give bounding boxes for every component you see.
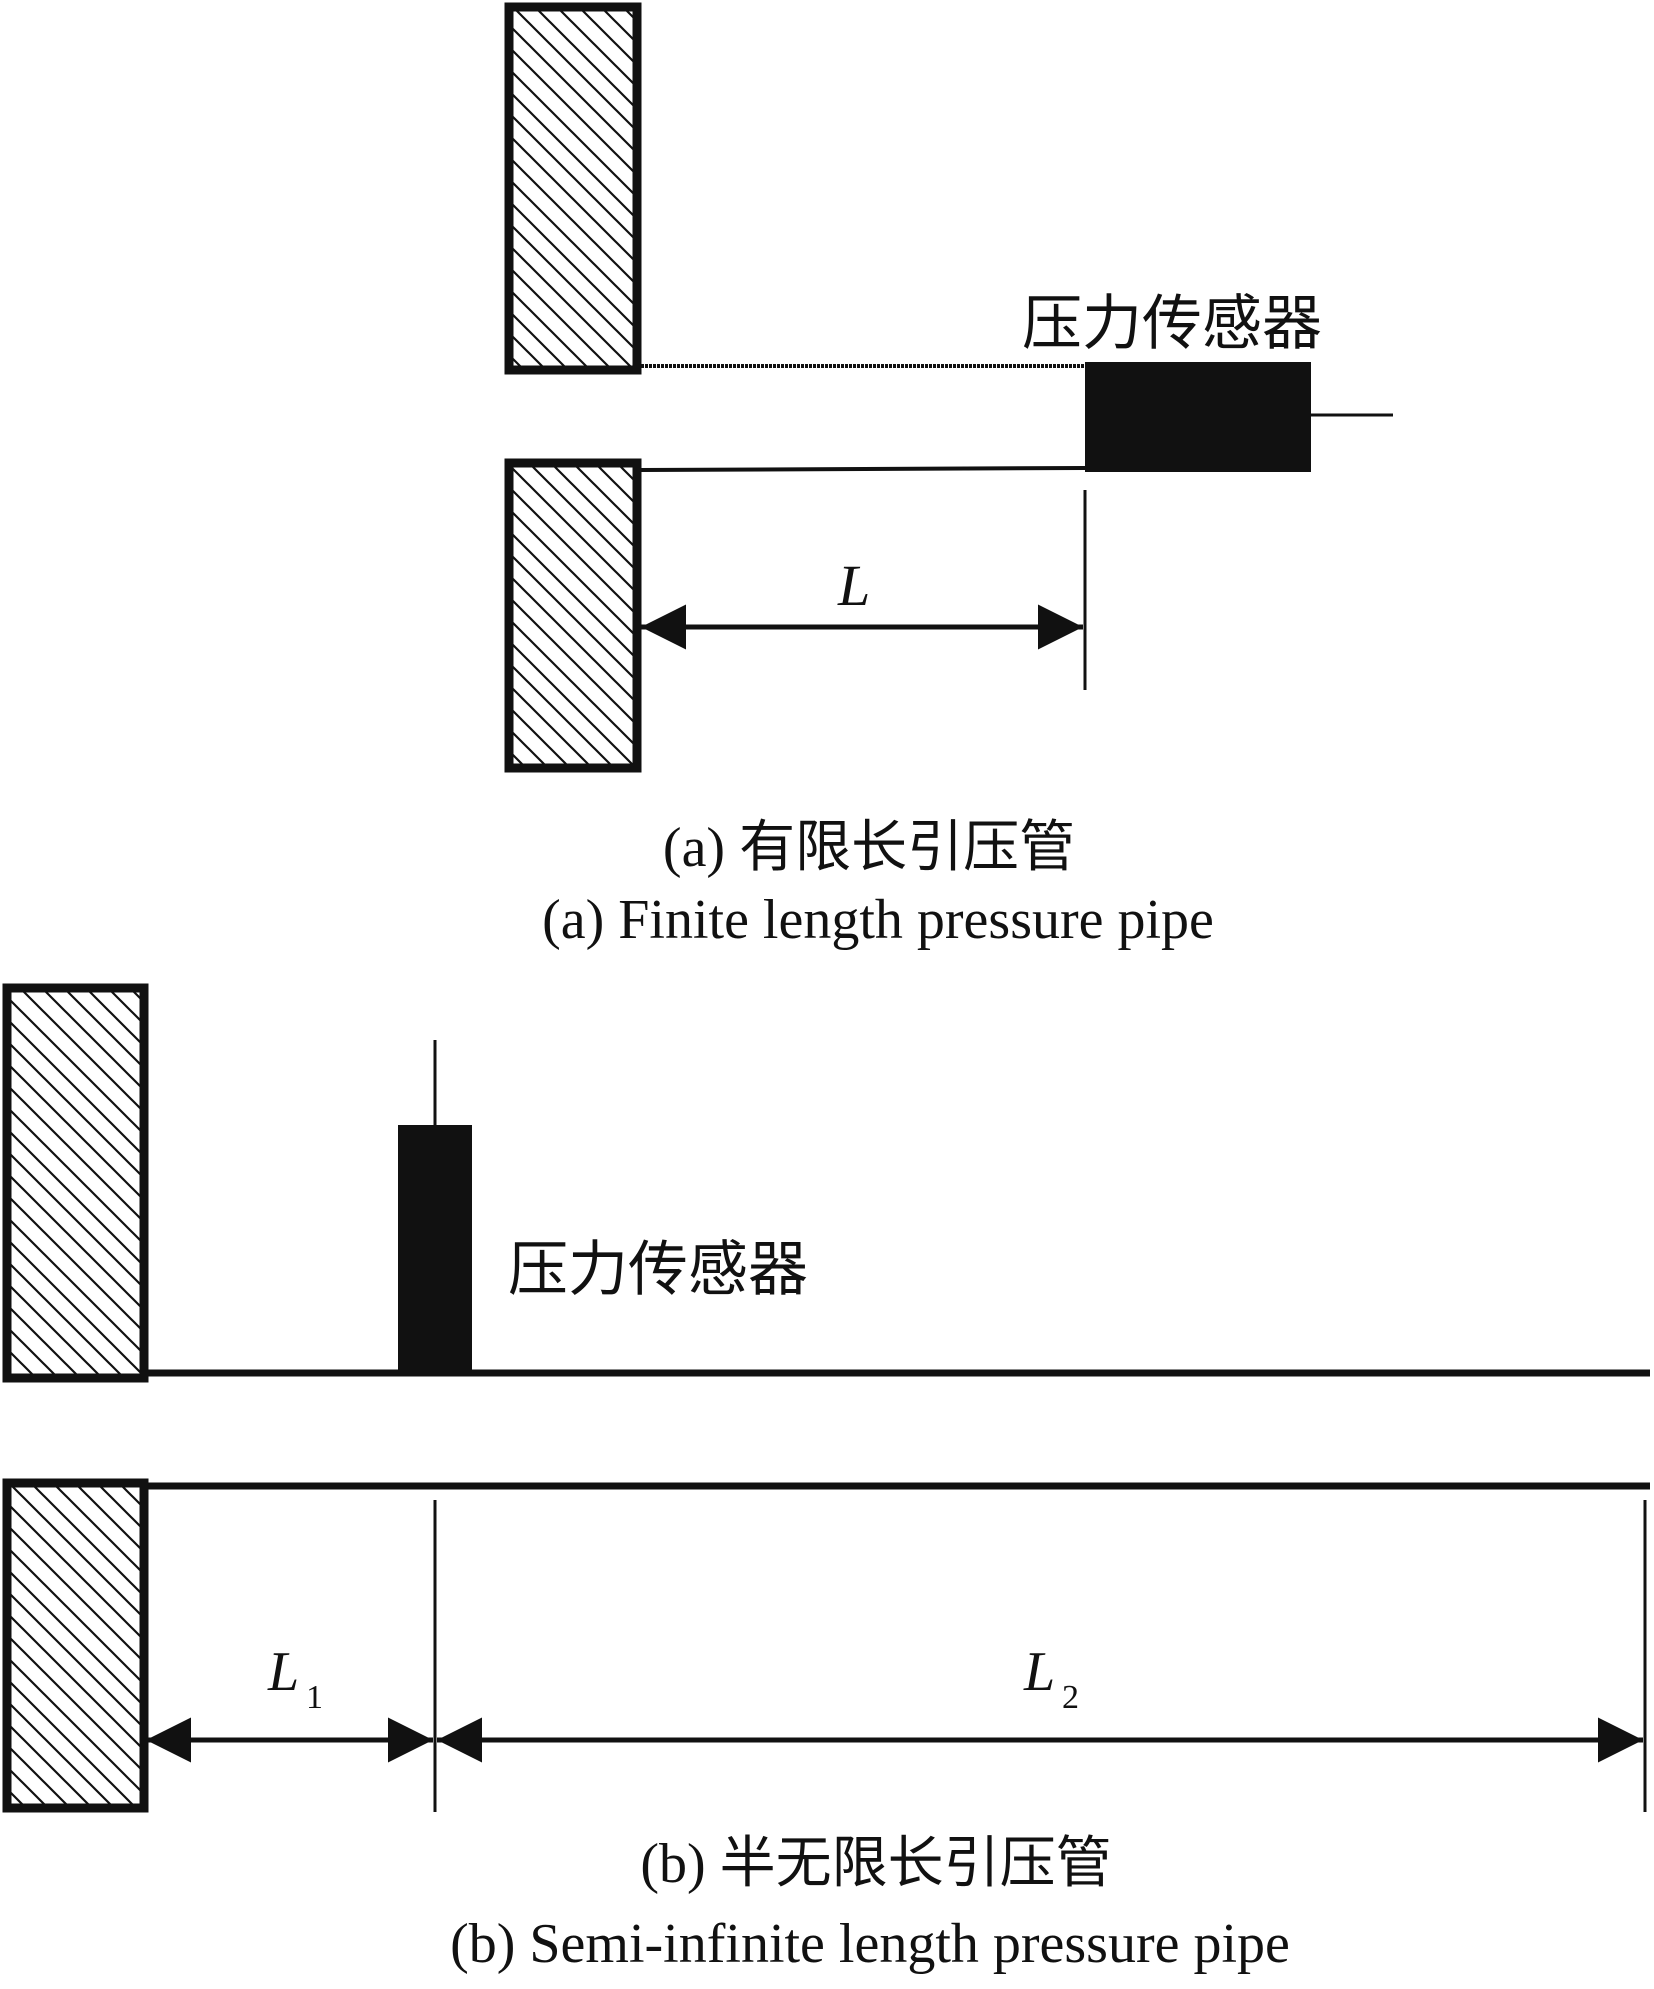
caption-b-en: (b) Semi-infinite length pressure pipe bbox=[450, 1913, 1290, 1975]
pipe-wall-bottom bbox=[640, 466, 1086, 472]
wall-block-upper bbox=[504, 2, 642, 375]
wall-block-lower-b bbox=[2, 1478, 149, 1813]
caption-a-en: (a) Finite length pressure pipe bbox=[542, 889, 1214, 951]
sensor-label: 压力传感器 bbox=[1022, 289, 1322, 359]
pressure-sensor-body bbox=[1085, 362, 1311, 472]
dimension-label-l1: L bbox=[267, 1641, 299, 1703]
caption-a-cn: (a) 有限长引压管 bbox=[663, 817, 1075, 879]
wall-block-lower bbox=[504, 458, 642, 773]
wall-block-upper-b bbox=[2, 983, 149, 1383]
pressure-sensor-body-b bbox=[398, 1125, 472, 1373]
sensor-label-b: 压力传感器 bbox=[508, 1235, 808, 1305]
dimension-label-l2: L bbox=[1023, 1641, 1055, 1703]
panel-b: 压力传感器 L 1 L 2 (b) 半无限长引压管 (b) Semi-infin… bbox=[2, 983, 1650, 1975]
panel-a: 压力传感器 L (a) 有限长引压管 (a) Finite length pre… bbox=[504, 2, 1393, 951]
dimension-label-l: L bbox=[837, 553, 870, 618]
dimension-label-l2-sub: 2 bbox=[1062, 1679, 1079, 1716]
dimension-label-l1-sub: 1 bbox=[306, 1679, 323, 1716]
caption-b-cn: (b) 半无限长引压管 bbox=[640, 1833, 1111, 1895]
